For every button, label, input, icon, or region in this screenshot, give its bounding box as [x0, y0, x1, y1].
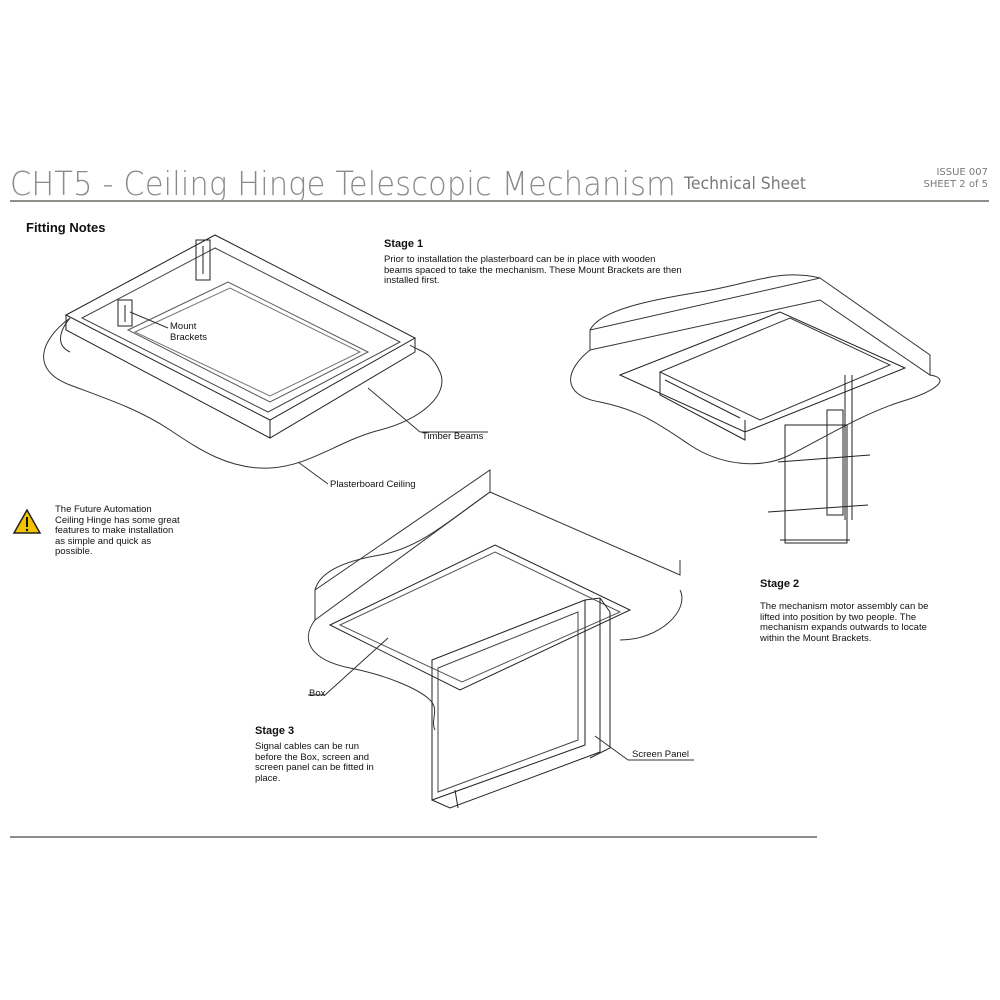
callout-mount-brackets-line2: Brackets: [170, 331, 207, 343]
warning-triangle-icon: [14, 510, 40, 533]
stage1-text: Prior to installation the plasterboard c…: [384, 254, 682, 286]
callout-timber-beams: Timber Beams: [422, 431, 484, 442]
sheet-number: SHEET 2 of 5: [923, 179, 988, 190]
section-heading: Fitting Notes: [26, 220, 106, 235]
stage3-heading: Stage 3: [255, 725, 295, 737]
issue-number: ISSUE 007: [936, 167, 988, 178]
issue-block: ISSUE 007 SHEET 2 of 5: [923, 167, 988, 191]
stage1-drawing: [44, 235, 488, 484]
page-title: CHT5 - Ceiling Hinge Telescopic Mechanis…: [10, 164, 676, 203]
footer-divider: [10, 836, 817, 838]
callout-plasterboard-ceiling: Plasterboard Ceiling: [330, 479, 416, 490]
title-divider: [10, 200, 989, 202]
stage2-text: The mechanism motor assembly can be lift…: [760, 601, 929, 644]
stage1-heading: Stage 1: [384, 238, 424, 250]
callout-mount-brackets: Mount Brackets: [170, 321, 207, 343]
stage3-drawing: [308, 470, 694, 808]
callout-mount-brackets-line1: Mount: [170, 321, 197, 332]
stage2-drawing: [571, 275, 940, 543]
warning-note: The Future Automation Ceiling Hinge has …: [55, 504, 180, 557]
callout-box: Box: [309, 688, 326, 699]
stage3-text: Signal cables can be run before the Box,…: [255, 741, 374, 784]
stage2-heading: Stage 2: [760, 578, 800, 590]
callout-screen-panel: Screen Panel: [632, 749, 690, 760]
sheet-type-label: Technical Sheet: [684, 174, 807, 194]
